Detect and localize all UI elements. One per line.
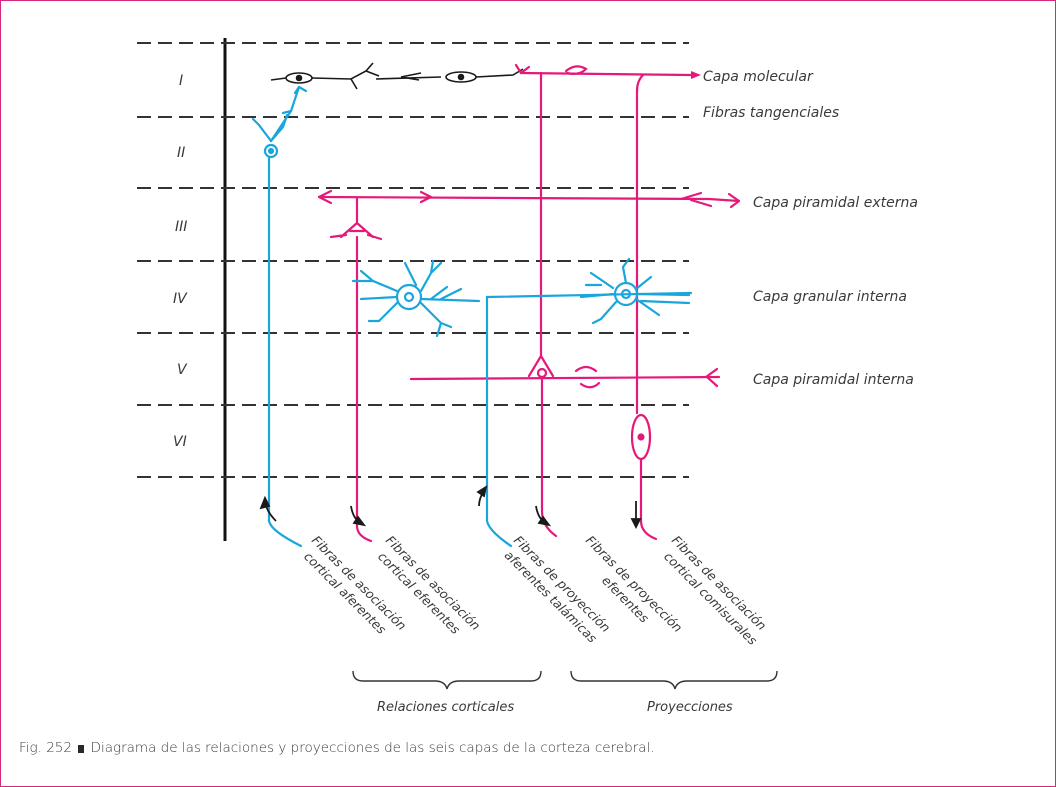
blue-neurons (251, 85, 693, 548)
label-capa-piramidal-externa: Capa piramidal externa (753, 195, 918, 211)
layer-annotations: Capa molecular Fibras tangenciales Capa … (703, 69, 918, 388)
caption-text: Diagrama de las relaciones y proyeccione… (90, 740, 655, 756)
thalamic-afferent-fiber (485, 295, 513, 548)
label-capa-piramidal-interna: Capa piramidal interna (753, 372, 914, 388)
label-capa-granular-interna: Capa granular interna (753, 289, 907, 305)
layer-label-1: I (179, 73, 183, 89)
layer-label-5: V (177, 362, 188, 378)
caption-bullet-icon (78, 745, 85, 753)
layer-labels: I II III IV V VI (173, 73, 188, 450)
direction-arrows (259, 485, 642, 530)
external-pyramidal-fiber (317, 195, 741, 203)
figure-caption: Fig. 252 Diagrama de las relaciones y pr… (19, 740, 655, 756)
commissural-axon (635, 73, 645, 415)
group-brackets (352, 670, 778, 690)
layer-label-3: III (175, 219, 187, 235)
afferent-association-fiber (267, 155, 303, 548)
group-label-proyecciones: Proyecciones (647, 700, 733, 715)
label-capa-molecular: Capa molecular (703, 69, 814, 85)
layer-boundaries (137, 42, 689, 478)
tangential-cells (270, 62, 524, 90)
molecular-fiber (519, 71, 693, 77)
stellate-cell-left (395, 283, 423, 311)
projection-efferent-axon (527, 71, 555, 378)
internal-pyramidal-fiber (409, 375, 721, 381)
label-fibras-tangenciales: Fibras tangenciales (703, 105, 839, 121)
group-label-relaciones: Relaciones corticales (377, 700, 514, 715)
pyramidal-cell-iii (339, 197, 375, 239)
layer-label-4: IV (173, 291, 188, 307)
layer-label-6: VI (173, 434, 187, 450)
cortical-efferent-fiber (355, 235, 373, 543)
pink-neurons (317, 63, 741, 543)
fiber-label-2: Fibras de asociacióncortical eferentes (371, 533, 484, 646)
figure-number: Fig. 252 (19, 740, 72, 756)
fiber-labels: Fibras de asociacióncortical aferentes F… (301, 533, 769, 649)
layer-label-2: II (177, 145, 185, 161)
